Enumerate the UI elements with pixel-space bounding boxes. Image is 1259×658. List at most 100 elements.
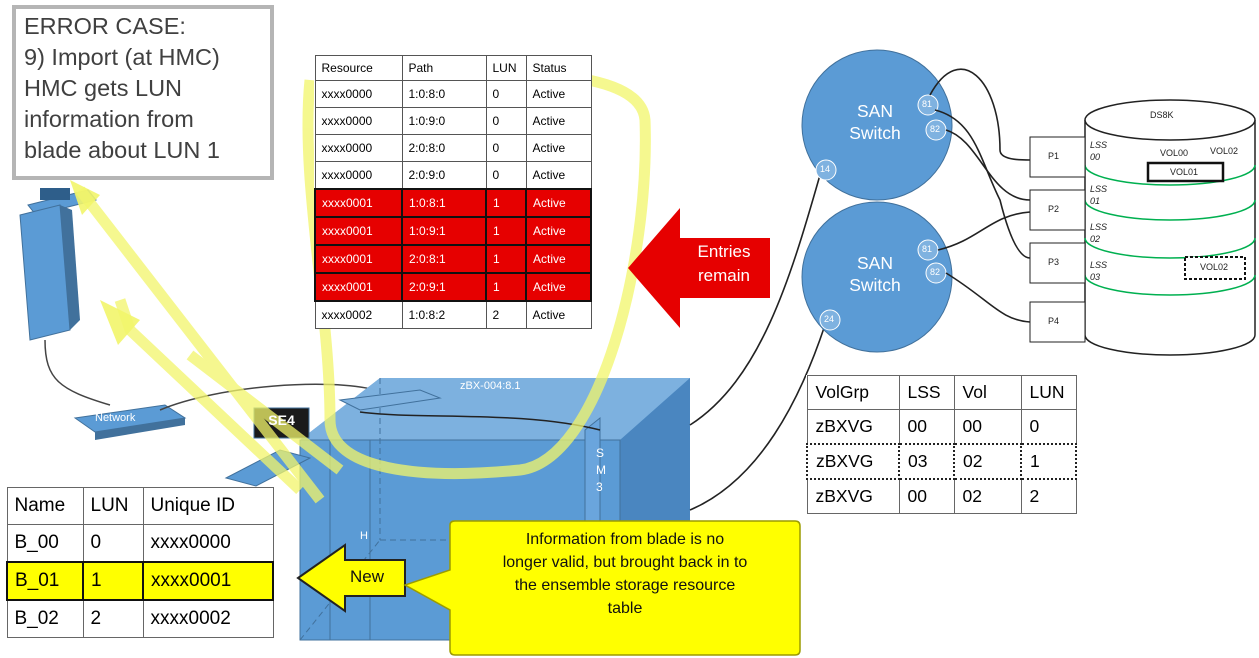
column-header: Resource [314, 55, 403, 81]
ds8k-storage-shape [1084, 99, 1256, 356]
callout-line-4: table [607, 600, 643, 617]
cell-lun: 1 [485, 216, 527, 246]
port-p3-label: P3 [1048, 257, 1060, 267]
switch2-port-c: 24 [824, 314, 835, 324]
cell-path: 2:0:8:1 [401, 244, 487, 274]
switch2-line1: SAN [857, 253, 893, 273]
cell-lun: 2 [485, 300, 527, 329]
lss-num: 00 [1090, 152, 1101, 162]
zbx-switch1-cable [689, 174, 821, 426]
cell-uid: xxxx0002 [142, 599, 274, 638]
cell-path: 1:0:8:2 [401, 300, 487, 329]
volume-label: VOL02 [1210, 146, 1239, 156]
volume-label: VOL01 [1170, 167, 1199, 177]
cell-status: Active [525, 272, 592, 302]
cell-path: 1:0:9:1 [401, 216, 487, 246]
error-line-1: ERROR CASE: [24, 13, 186, 39]
cell-resource: xxxx0001 [314, 188, 403, 218]
entries-line-1: Entries [697, 242, 751, 261]
callout-shape [403, 520, 801, 656]
column-header: LUN [485, 55, 527, 81]
sm-letter: S [596, 446, 605, 460]
lss-num: 01 [1090, 196, 1101, 206]
sm-letter: M [596, 463, 606, 477]
cell-lun: 0 [1020, 409, 1077, 445]
cell-volgrp: zBXVG [806, 409, 900, 445]
cell-status: Active [525, 244, 592, 274]
entries-line-2: remain [698, 266, 750, 285]
lss-label: LSS [1090, 140, 1108, 150]
port-p1-label: P1 [1048, 151, 1060, 161]
san-switch-2-label: SAN Switch [830, 252, 920, 296]
zbx-switch2-cable [689, 324, 826, 511]
cell-path: 2:0:8:0 [401, 134, 487, 162]
cell-lun: 1 [485, 244, 527, 274]
callout-line-1: Information from blade is no [525, 531, 725, 548]
column-header: Path [401, 55, 487, 81]
zbx-internal-cable [359, 411, 601, 431]
cell-lun: 1 [485, 188, 527, 218]
san-switch-1-label: SAN Switch [830, 100, 920, 144]
error-line-3: HMC gets LUN [24, 75, 183, 101]
cell-resource: xxxx0001 [314, 244, 403, 274]
switch2-port-a: 81 [922, 244, 933, 254]
cell-path: 2:0:9:0 [401, 161, 487, 190]
new-label: New [350, 567, 385, 586]
zbx-label: zBX-004:8.1 [460, 380, 521, 392]
port-p2-box [1029, 189, 1086, 231]
new-arrow [296, 543, 406, 613]
cell-name: B_02 [6, 599, 84, 638]
cell-status: Active [525, 300, 592, 329]
switch2-port-b: 82 [930, 267, 941, 277]
cell-path: 2:0:9:1 [401, 272, 487, 302]
lss-label: LSS [1090, 222, 1108, 232]
column-header: Name [6, 487, 84, 525]
yellow-arrowhead-2 [70, 180, 100, 215]
cell-lun: 1 [82, 561, 144, 601]
cell-lun: 2 [1020, 478, 1077, 514]
error-line-5: blade about LUN 1 [24, 137, 220, 163]
network-label: Network [95, 412, 136, 424]
switch1-port-a: 81 [922, 99, 933, 109]
cell-lun: 0 [82, 524, 144, 563]
cell-lun: 1 [485, 272, 527, 302]
cell-lun: 0 [485, 134, 527, 162]
table-header-row: Resource Path LUN Status [314, 55, 592, 81]
network-cable [159, 383, 376, 411]
lss-num: 03 [1090, 272, 1101, 282]
table-header-row: VolGrp LSS Vol LUN [806, 375, 1077, 410]
callout-line-3: the ensemble storage resource [514, 577, 736, 594]
cell-resource: xxxx0000 [314, 107, 403, 135]
switch1-port-b: 82 [930, 124, 941, 134]
cell-uid: xxxx0000 [142, 524, 274, 563]
cell-volgrp: zBXVG [806, 443, 900, 480]
callout-line-2: longer valid, but brought back in to [502, 554, 748, 571]
cell-lun: 1 [1020, 443, 1077, 480]
cell-path: 1:0:8:1 [401, 188, 487, 218]
cell-resource: xxxx0002 [314, 300, 403, 329]
cell-path: 1:0:8:0 [401, 80, 487, 108]
cell-path: 1:0:9:0 [401, 107, 487, 135]
column-header: LUN [1020, 375, 1077, 410]
switch2-line2: Switch [849, 275, 901, 295]
error-line-2: 9) Import (at HMC) [24, 44, 220, 70]
entries-remain-arrow [628, 208, 770, 328]
switch1-line1: SAN [857, 101, 893, 121]
lss-label: LSS [1090, 260, 1108, 270]
